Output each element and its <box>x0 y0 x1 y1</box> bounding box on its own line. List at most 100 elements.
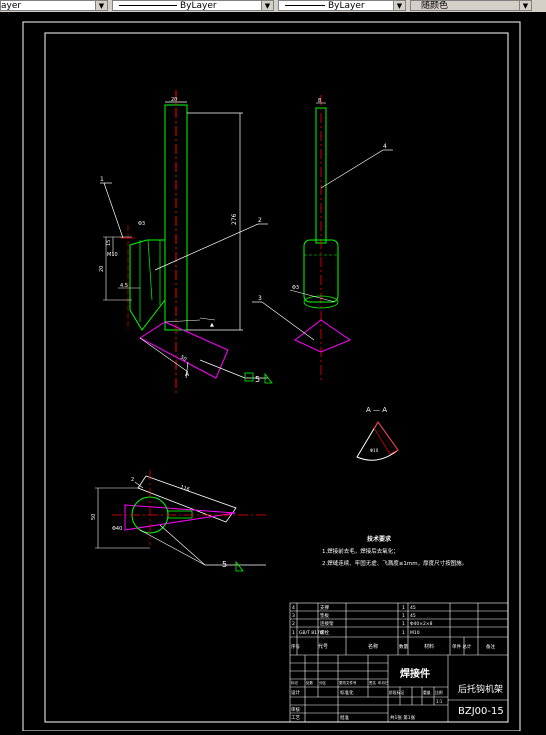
dim-4-5: 4.5 <box>120 283 128 289</box>
top-view: 50 116 Φ40 2 5 <box>91 470 268 572</box>
lineweight-combo[interactable]: ByLayer ▼ <box>278 0 406 11</box>
svg-text:标准化: 标准化 <box>340 689 354 696</box>
svg-text:序号: 序号 <box>291 643 300 650</box>
dim-top-width: 20 <box>171 97 177 103</box>
drawing-border <box>44 32 509 723</box>
svg-text:1:1: 1:1 <box>436 699 443 704</box>
side-cylinder <box>303 239 339 303</box>
svg-text:支撑: 支撑 <box>320 604 329 611</box>
svg-text:Φ40×2×8: Φ40×2×8 <box>410 621 433 627</box>
tech-req-title: 技术要求 <box>367 535 392 543</box>
dim-50: 50 <box>179 355 188 363</box>
title-part-type: 焊接件 <box>400 667 430 680</box>
front-view: 20 276 15 20 M10 4.5 Φ3 1 2 <box>99 90 273 395</box>
lineweight-combo-value: ByLayer <box>328 1 365 11</box>
svg-text:代号: 代号 <box>318 643 328 650</box>
weld-symbol-5b: 5 <box>222 560 227 569</box>
svg-text:分区: 分区 <box>319 680 327 685</box>
svg-text:1: 1 <box>402 605 405 611</box>
side-view: 8 Φ3 4 3 <box>252 95 393 380</box>
svg-text:4: 4 <box>292 605 295 611</box>
dim-top-r: 8 <box>318 98 321 104</box>
svg-text:螺栓: 螺栓 <box>320 629 329 636</box>
svg-text:批准: 批准 <box>340 714 349 721</box>
svg-text:1: 1 <box>402 621 405 627</box>
color-combo[interactable]: 随颜色 ▼ <box>410 0 532 11</box>
tech-req-line1: 1.焊接前去毛，焊接后去氧化； <box>322 547 399 555</box>
chevron-down-icon[interactable]: ▼ <box>393 1 405 10</box>
svg-text:备注: 备注 <box>486 643 495 650</box>
dim-phi3: Φ3 <box>138 221 145 227</box>
svg-text:M10: M10 <box>410 630 420 636</box>
dim-length: 276 <box>231 213 238 225</box>
section-a-a: A — A Φ10 <box>356 406 399 461</box>
svg-text:2: 2 <box>131 477 134 483</box>
svg-text:设计: 设计 <box>291 689 300 696</box>
lineweight-sample <box>285 5 325 6</box>
svg-text:阶段标记: 阶段标记 <box>389 690 404 695</box>
balloon-2: 2 <box>258 217 262 224</box>
title-drawing-no: BZJ00-15 <box>458 706 504 717</box>
dim-right-phi: Φ3 <box>292 285 299 291</box>
chevron-down-icon[interactable]: ▼ <box>95 1 107 10</box>
svg-text:单件 总计: 单件 总计 <box>452 643 472 650</box>
svg-text:签名: 签名 <box>369 680 376 685</box>
linetype-combo[interactable]: ByLayer ▼ <box>112 0 274 11</box>
svg-text:工艺: 工艺 <box>291 715 300 721</box>
svg-text:共1张 第1张: 共1张 第1张 <box>390 714 416 721</box>
linetype-sample <box>119 5 177 6</box>
svg-text:数量: 数量 <box>399 643 408 650</box>
svg-text:垫板: 垫板 <box>320 612 329 619</box>
dim-m10: M10 <box>107 252 118 258</box>
side-base-plate <box>294 319 352 353</box>
svg-text:GB/T 8170: GB/T 8170 <box>299 630 323 636</box>
balloon-1: 1 <box>100 176 104 183</box>
svg-text:材料: 材料 <box>424 643 434 650</box>
svg-text:1: 1 <box>402 630 405 636</box>
balloon-3: 3 <box>258 295 262 302</box>
chevron-down-icon[interactable]: ▼ <box>261 1 273 10</box>
svg-text:更改文件号: 更改文件号 <box>339 680 357 685</box>
chevron-down-icon[interactable]: ▼ <box>519 1 531 10</box>
svg-text:连接架: 连接架 <box>320 620 334 627</box>
title-block-text: 4 支撑 1 45 3 垫板 1 45 2 连接架 1 Φ40×2×8 1 GB… <box>291 604 495 721</box>
svg-text:1: 1 <box>402 613 405 619</box>
svg-text:审核: 审核 <box>291 706 300 713</box>
title-block <box>289 602 509 723</box>
dim-20: 20 <box>99 266 105 272</box>
tech-req-line2: 2.焊缝连续、牢固无虚、飞溅度≤1mm，厚度尺寸按图施。 <box>322 559 467 567</box>
weld-symbol-5: 5 <box>255 375 260 384</box>
properties-toolbar: ayer ▼ ByLayer ▼ ByLayer ▼ 随颜色 ▼ <box>0 0 546 13</box>
svg-text:处数: 处数 <box>306 680 314 685</box>
section-label: A — A <box>366 406 387 414</box>
dim-top-50: 50 <box>91 514 97 520</box>
layer-combo-value: ayer <box>1 1 22 11</box>
balloon-4: 4 <box>383 143 387 150</box>
dim-116: 116 <box>179 484 190 493</box>
drawing-canvas[interactable]: 20 276 15 20 M10 4.5 Φ3 1 2 <box>0 12 546 732</box>
color-combo-value: 随颜色 <box>421 1 449 11</box>
dim-15: 15 <box>106 240 112 246</box>
svg-text:标记: 标记 <box>291 680 299 685</box>
drawing-frame <box>22 21 521 732</box>
layer-combo[interactable]: ayer ▼ <box>0 0 108 11</box>
linetype-combo-value: ByLayer <box>180 1 217 11</box>
svg-text:45: 45 <box>410 613 416 619</box>
svg-text:A: A <box>185 371 190 378</box>
cad-drawing[interactable]: 20 276 15 20 M10 4.5 Φ3 1 2 <box>0 12 546 732</box>
dim-phi40: Φ40 <box>112 526 122 532</box>
svg-text:重量: 重量 <box>423 690 431 695</box>
svg-text:1: 1 <box>292 630 295 636</box>
dim-aa-phi: Φ10 <box>370 448 379 453</box>
svg-text:比例: 比例 <box>435 690 443 695</box>
svg-text:▲: ▲ <box>210 322 214 328</box>
svg-text:45: 45 <box>410 605 416 611</box>
base-plate <box>139 321 229 379</box>
title-product-name: 后托钩机架 <box>458 683 503 695</box>
svg-text:3: 3 <box>292 613 295 619</box>
tech-requirements: 技术要求 1.焊接前去毛，焊接后去氧化； 2.焊缝连续、牢固无虚、飞溅度≤1mm… <box>322 535 467 567</box>
svg-text:年月日: 年月日 <box>378 680 389 685</box>
svg-text:名称: 名称 <box>368 643 378 650</box>
bracket-outline <box>129 239 166 331</box>
svg-text:2: 2 <box>292 621 295 627</box>
